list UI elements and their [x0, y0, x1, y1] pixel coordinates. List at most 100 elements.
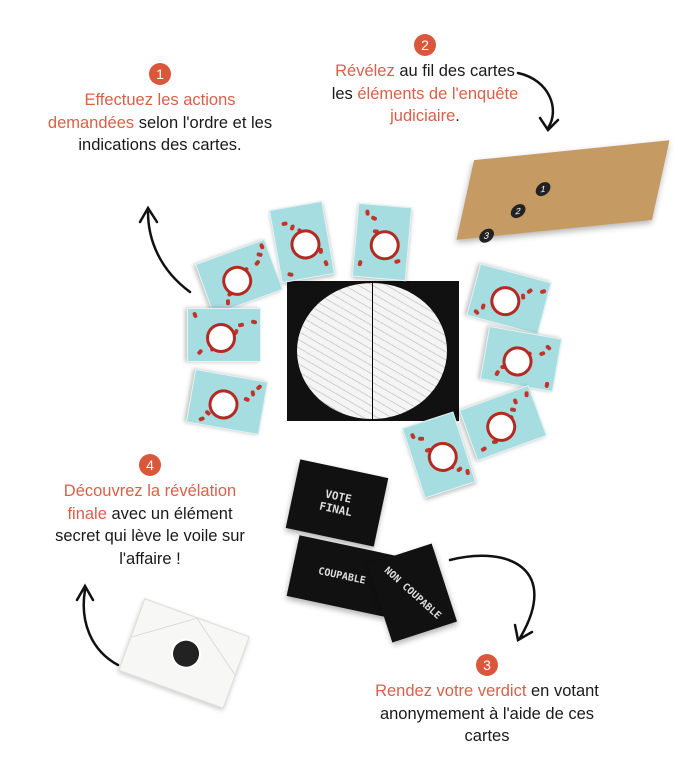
- step-highlight: éléments de l'enquête judiciaire: [357, 84, 519, 126]
- fish-pattern-icon: [493, 369, 501, 377]
- fish-pattern-icon: [372, 229, 380, 234]
- fish-pattern-icon: [250, 319, 258, 325]
- fish-pattern-icon: [258, 242, 265, 250]
- fish-pattern-icon: [520, 357, 526, 364]
- fish-pattern-icon: [318, 247, 323, 254]
- fish-pattern-icon: [500, 365, 507, 370]
- step-text: au fil des cartes les: [331, 62, 515, 103]
- clue-card: [351, 202, 413, 282]
- step-number: 1: [149, 63, 171, 85]
- step-number: 3: [476, 654, 498, 676]
- fish-pattern-icon: [243, 396, 251, 403]
- fish-pattern-icon: [323, 259, 329, 267]
- fish-pattern-icon: [281, 221, 288, 227]
- fish-pattern-icon: [512, 298, 521, 306]
- fish-pattern-icon: [204, 409, 212, 417]
- fish-pattern-icon: [525, 350, 533, 358]
- fish-pattern-icon: [539, 288, 547, 295]
- arrow-step4: [82, 588, 120, 667]
- fish-pattern-icon: [409, 432, 417, 440]
- step-4: 4 Découvrez la révélation finale avec un…: [45, 454, 255, 570]
- step-highlight: Découvrez la révélation finale: [63, 482, 237, 523]
- fish-pattern-icon: [509, 407, 517, 413]
- fish-pattern-icon: [255, 383, 263, 391]
- fish-pattern-icon: [365, 209, 370, 216]
- fish-pattern-icon: [424, 447, 432, 454]
- fish-pattern-icon: [455, 465, 464, 473]
- fish-pattern-icon: [238, 284, 245, 290]
- fish-pattern-icon: [287, 272, 294, 277]
- fish-pattern-icon: [233, 328, 239, 336]
- step-highlight: Rendez votre verdict: [375, 682, 527, 700]
- fish-pattern-icon: [370, 215, 378, 222]
- fish-pattern-icon: [447, 463, 455, 470]
- fish-pattern-icon: [225, 299, 230, 306]
- fish-pattern-icon: [250, 390, 256, 397]
- fish-pattern-icon: [524, 391, 529, 398]
- step-number: 4: [139, 454, 161, 476]
- fish-pattern-icon: [480, 303, 486, 310]
- fish-pattern-icon: [230, 398, 237, 403]
- arrow-step2: [516, 71, 555, 130]
- fish-pattern-icon: [544, 344, 552, 352]
- step-text: avec un élément secret qui lève le voile…: [55, 504, 245, 568]
- step-text: .: [455, 107, 460, 125]
- fish-pattern-icon: [224, 402, 231, 410]
- fish-pattern-icon: [440, 451, 448, 459]
- fish-pattern-icon: [385, 239, 393, 247]
- fish-pattern-icon: [465, 468, 471, 476]
- envelope-number: 2: [509, 203, 527, 219]
- fish-pattern-icon: [226, 290, 234, 298]
- fish-pattern-icon: [237, 322, 245, 328]
- fish-pattern-icon: [496, 421, 503, 429]
- step-text: selon l'ordre et les indications des car…: [78, 113, 273, 155]
- fish-pattern-icon: [491, 439, 499, 445]
- fish-pattern-icon: [301, 240, 309, 247]
- fish-pattern-icon: [512, 397, 519, 405]
- fish-pattern-icon: [513, 363, 521, 370]
- step-number: 2: [414, 34, 436, 56]
- fish-pattern-icon: [393, 258, 401, 265]
- fish-pattern-icon: [480, 445, 488, 453]
- step-highlight: Révélez: [335, 62, 395, 80]
- step-2: 2 Révélez au fil des cartes les éléments…: [325, 34, 525, 128]
- fish-pattern-icon: [243, 266, 249, 274]
- fish-pattern-icon: [296, 227, 304, 235]
- fish-pattern-icon: [198, 415, 206, 422]
- fish-pattern-icon: [309, 243, 317, 251]
- fish-pattern-icon: [520, 293, 526, 300]
- fish-pattern-icon: [433, 449, 439, 457]
- fish-pattern-icon: [256, 252, 263, 258]
- fish-pattern-icon: [493, 303, 500, 311]
- fish-pattern-icon: [387, 252, 395, 260]
- fish-pattern-icon: [472, 308, 481, 316]
- fish-pattern-icon: [418, 436, 425, 441]
- game-board: [287, 281, 459, 421]
- fish-pattern-icon: [196, 348, 204, 356]
- arrow-step1: [146, 210, 192, 294]
- vote-box-label: VOTE FINAL: [318, 487, 354, 520]
- fish-pattern-icon: [357, 259, 363, 267]
- not-guilty-label: NON COUPABLE: [381, 564, 443, 622]
- fish-pattern-icon: [493, 430, 501, 438]
- step-1: 1 Effectuez les actions demandées selon …: [40, 63, 280, 157]
- fish-pattern-icon: [209, 345, 217, 353]
- guilty-label: COUPABLE: [317, 565, 367, 587]
- fish-pattern-icon: [526, 287, 534, 295]
- fish-pattern-icon: [499, 299, 507, 304]
- fish-pattern-icon: [253, 259, 261, 267]
- fish-pattern-icon: [240, 274, 248, 283]
- fish-pattern-icon: [221, 332, 225, 338]
- fish-pattern-icon: [289, 223, 296, 231]
- step-3: 3 Rendez votre verdict en votant anonyme…: [362, 654, 612, 748]
- envelope-number: 1: [534, 181, 552, 197]
- step-highlight: Effectuez les actions demandées: [47, 91, 236, 132]
- arrow-step3: [448, 554, 536, 640]
- fish-pattern-icon: [507, 414, 515, 422]
- clue-card: [187, 308, 261, 362]
- step-text: en votant anonymement à l'aide de ces ca…: [379, 682, 599, 745]
- fish-pattern-icon: [544, 381, 550, 389]
- fish-pattern-icon: [192, 311, 198, 319]
